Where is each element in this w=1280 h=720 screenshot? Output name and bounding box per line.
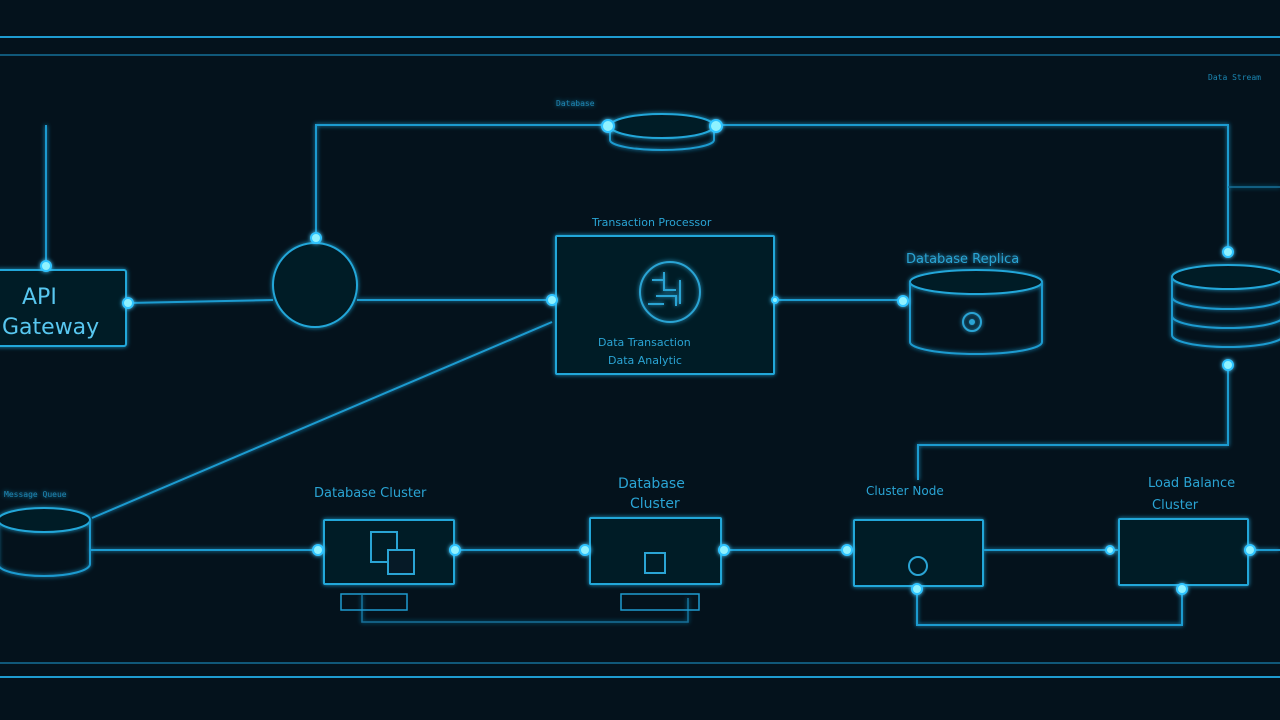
api-gateway-label-line1: API <box>22 285 57 310</box>
top-database-label: Database <box>556 99 595 108</box>
brain-chip-icon <box>639 261 701 323</box>
transaction-processor-title: Transaction Processor <box>591 216 712 229</box>
database-cluster-node[interactable]: Database Cluster <box>314 486 455 611</box>
database-replica-node[interactable]: Database Replica <box>906 252 1043 355</box>
database-cluster-2-title-line2: Cluster <box>630 496 680 512</box>
cluster-node-title: Cluster Node <box>866 484 944 498</box>
gear-icon-cluster <box>908 556 928 576</box>
load-balance-title-line1: Load Balance <box>1148 476 1235 491</box>
router-circle-node[interactable] <box>272 242 358 328</box>
processor-text-1: Data Transaction <box>598 336 691 349</box>
gear-icon <box>962 312 982 332</box>
connection-dots <box>40 119 1256 595</box>
database-cluster-title: Database Cluster <box>314 486 427 501</box>
database-cluster-2-title-line1: Database <box>618 476 685 492</box>
load-balance-title-line2: Cluster <box>1152 498 1199 513</box>
api-gateway-label-line2: Gateway <box>2 315 99 340</box>
document-icon <box>370 531 415 575</box>
load-balance-cluster-node[interactable]: Load Balance Cluster <box>1118 476 1249 586</box>
api-gateway-node[interactable]: API Gateway <box>0 269 127 347</box>
processor-text-2: Data Analytic <box>608 354 682 367</box>
corner-label-top-right: Data Stream <box>1208 73 1261 82</box>
database-replica-title: Database Replica <box>906 252 1019 267</box>
database-cluster-2-node[interactable]: Database Cluster <box>589 476 722 611</box>
cluster-node-box[interactable]: Cluster Node <box>853 484 984 587</box>
cylinder-icon <box>644 552 666 574</box>
message-queue-node[interactable]: Message Queue <box>0 490 91 577</box>
transaction-processor-node[interactable]: Transaction Processor Data Transaction D… <box>555 216 775 375</box>
message-queue-label: Message Queue <box>4 490 67 499</box>
storage-database-node[interactable] <box>1171 264 1280 348</box>
connectors <box>45 124 1280 626</box>
